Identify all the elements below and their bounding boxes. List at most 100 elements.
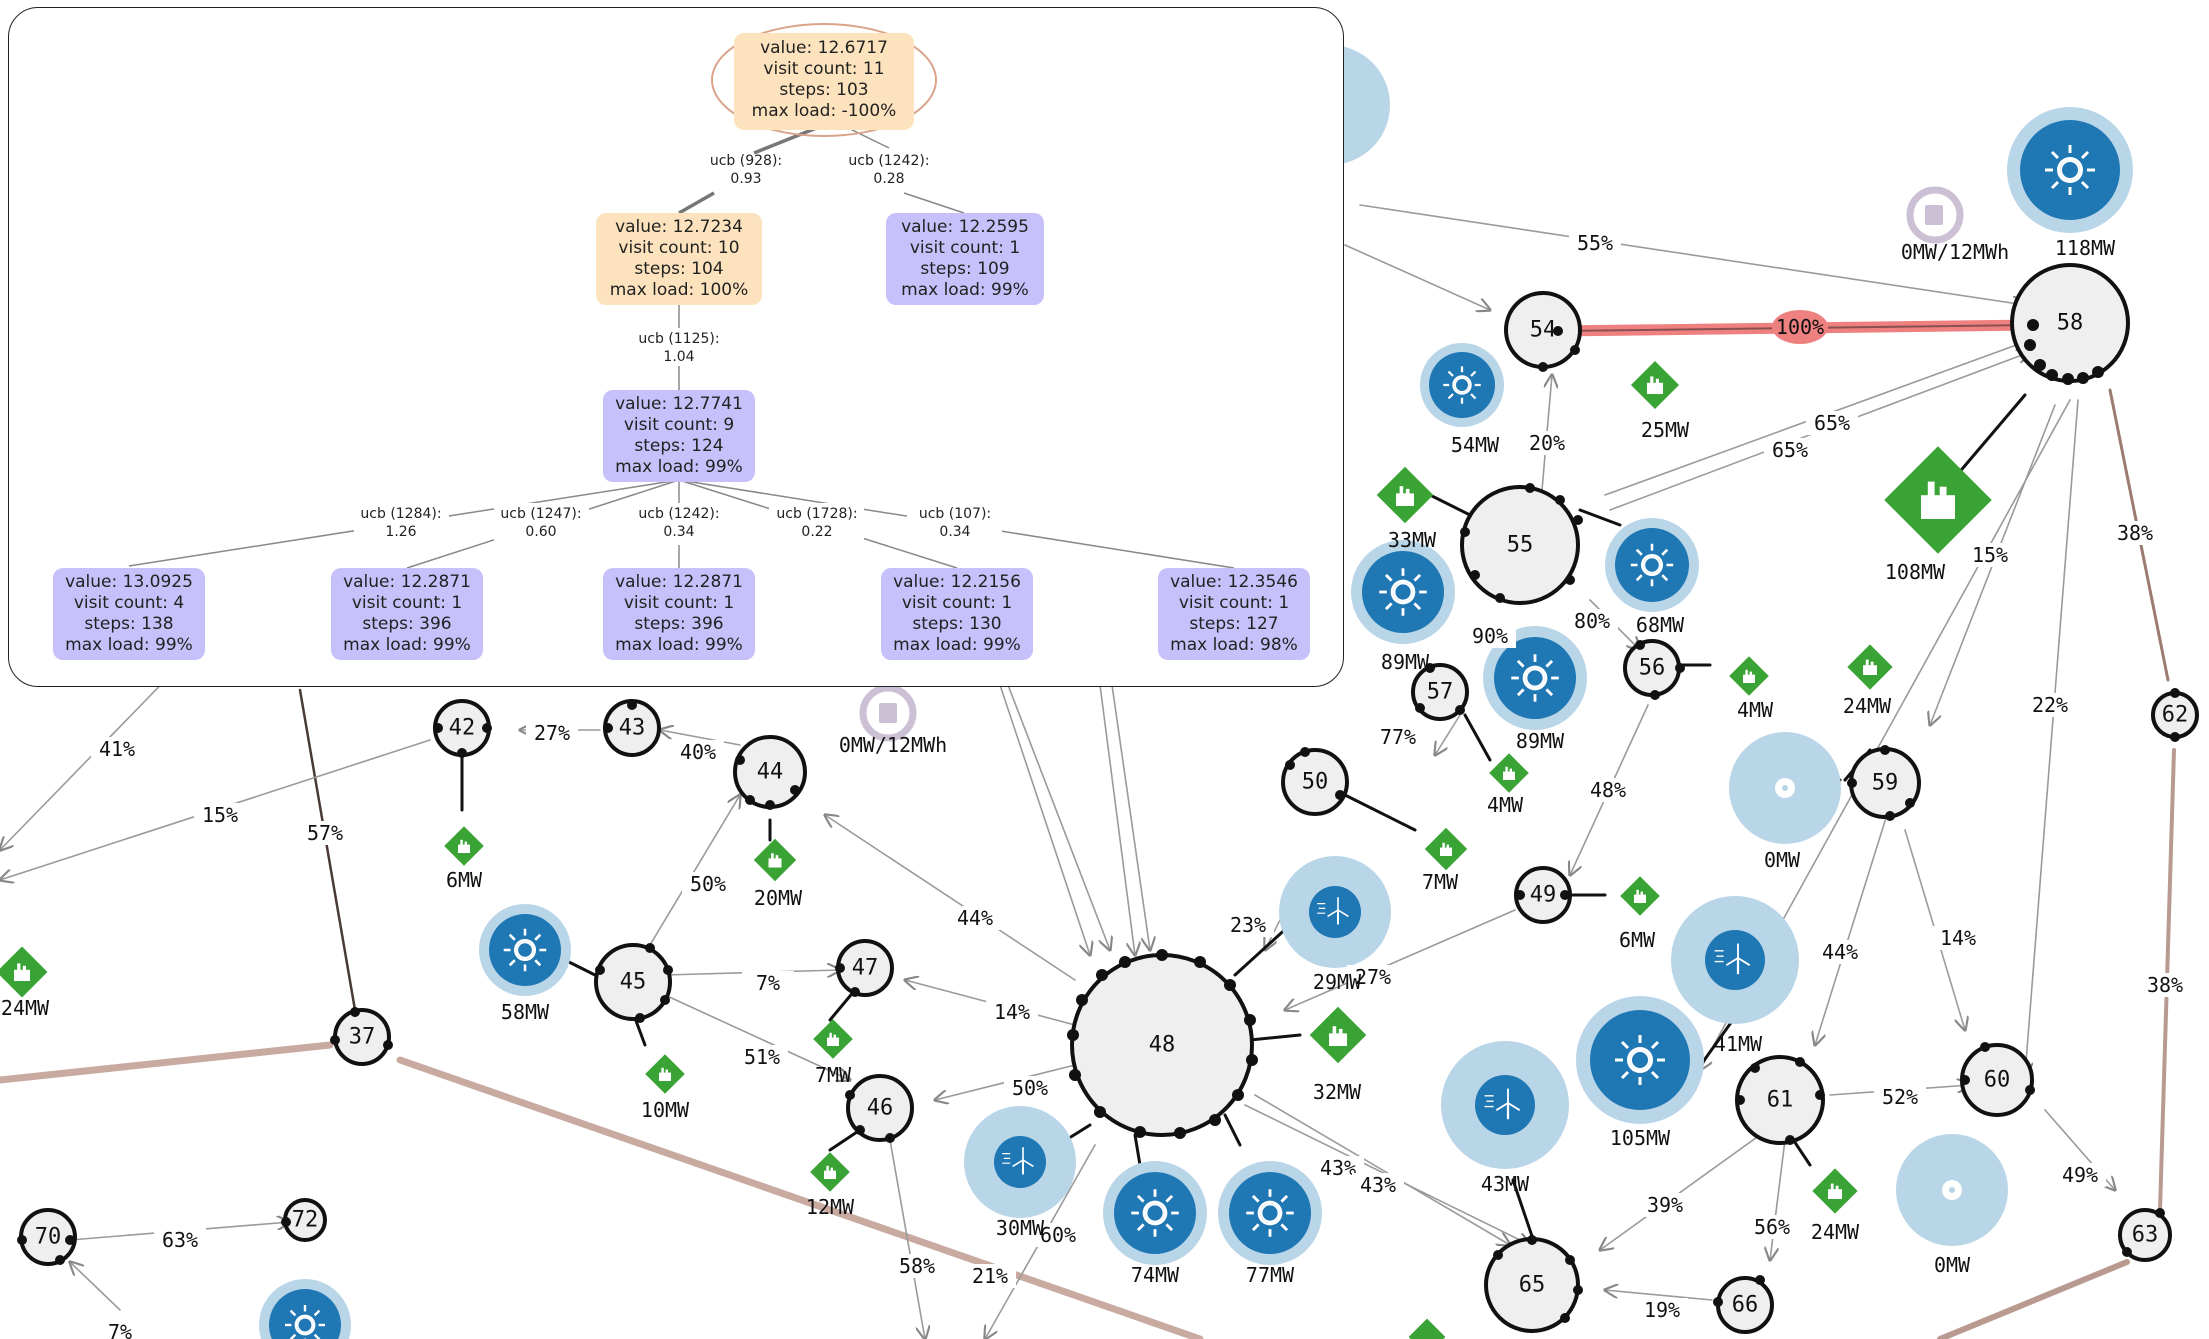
edge-label-bg: [891, 1254, 943, 1278]
bus-label-42: 42: [449, 716, 476, 741]
bus-45[interactable]: [594, 943, 672, 1021]
tree-node-3[interactable]: [603, 390, 755, 482]
edge-label-bg: [1464, 624, 1516, 648]
ucb-label: ucb (1125):: [638, 331, 719, 347]
edge-label: 41%: [99, 737, 135, 761]
edge-label: 43%: [1360, 1173, 1396, 1197]
generator-label: 58MW: [501, 1000, 550, 1024]
edge-label-bg: [1004, 1076, 1056, 1100]
svg-text:steps: 104: steps: 104: [634, 259, 723, 279]
ucb-value: 1.04: [663, 349, 694, 365]
svg-text:ucb (1284):: ucb (1284):: [360, 506, 441, 522]
edge-label: 14%: [1940, 926, 1976, 950]
tree-leaf-node-1[interactable]: [331, 568, 483, 660]
line-7pct: [70, 1262, 121, 1311]
tree-leaf-line: max load: 99%: [65, 635, 193, 655]
tree-leaf-line: value: 12.3546: [1170, 572, 1298, 592]
edge-label-bg: [1222, 913, 1274, 937]
line-44-43: [660, 730, 741, 746]
edge-label-bg: [1874, 1085, 1926, 1109]
line-48-65-b: [1254, 1094, 1510, 1245]
tree-leaf-node-4[interactable]: [1158, 568, 1310, 660]
edge-label-bg: [2024, 693, 2076, 717]
generator-label: 20MW: [754, 886, 803, 910]
generator-label: 41MW: [1714, 1032, 1763, 1056]
load-partial[interactable]: [1408, 1318, 1446, 1339]
tree-node-1[interactable]: [596, 213, 762, 305]
bus-50[interactable]: [1281, 748, 1349, 816]
tree-root-outline: [711, 23, 937, 137]
tree-leaf-line: steps: 396: [634, 614, 723, 634]
svg-text:ucb (1247):: ucb (1247):: [500, 506, 581, 522]
edge-label-bg: [91, 737, 143, 761]
conn-48-32: [1248, 1033, 1302, 1042]
line-48-44: [825, 815, 1076, 981]
bus-label-58: 58: [2057, 311, 2084, 336]
bus-55[interactable]: [1460, 485, 1580, 605]
bus-label-63: 63: [2132, 1223, 2159, 1248]
generator-label: 10MW: [641, 1098, 690, 1122]
bus-63[interactable]: [2118, 1208, 2172, 1262]
edge-label: 65%: [1814, 411, 1850, 435]
generator-label: 108MW: [1885, 560, 1946, 584]
solar-generator-partial[interactable]: [269, 1289, 341, 1339]
ucb-value: 0.93: [730, 171, 761, 187]
ucb-label: ucb (1242):: [848, 153, 929, 169]
line-37-left: [0, 1041, 334, 1084]
edge-label-bg: [1636, 1298, 1688, 1322]
sun-icon: [2043, 143, 2097, 197]
conn-46-12: [828, 1128, 862, 1152]
generator-label: 6MW: [446, 868, 483, 892]
tree-leaf-line: visit count: 1: [624, 593, 734, 613]
edge-label-bg: [949, 906, 1001, 930]
svg-text:ucb (1728):: ucb (1728):: [776, 506, 857, 522]
svg-text:max load: 99%: max load: 99%: [901, 280, 1029, 300]
svg-text:max load: 99%: max load: 99%: [615, 457, 743, 477]
sun-icon: [1377, 566, 1429, 618]
tree-leaf-line: max load: 99%: [893, 635, 1021, 655]
tree-root-line-1: visit count: 11: [763, 59, 884, 79]
edge-label-bg: [1806, 411, 1858, 435]
tree-leaf-line: max load: 99%: [615, 635, 743, 655]
generator-label: 74MW: [1131, 1263, 1180, 1287]
conn-48-77: [1223, 1113, 1242, 1147]
tree-leaf-node-0[interactable]: [53, 568, 205, 660]
edge-label: 49%: [2062, 1163, 2098, 1187]
conn-50-7: [1343, 793, 1417, 832]
tree-node-2[interactable]: [886, 213, 1044, 305]
edge-label: 19%: [1644, 1298, 1680, 1322]
edge-label: 38%: [2147, 973, 2183, 997]
edge-label-bg: [2054, 1163, 2106, 1187]
sun-icon: [1613, 1033, 1667, 1087]
edge-label: 90%: [1472, 624, 1508, 648]
edge-label-bg: [1566, 609, 1618, 633]
bus-57[interactable]: [1411, 663, 1469, 721]
edge-label: 23%: [1230, 913, 1266, 937]
edge-label: 50%: [690, 872, 726, 896]
edge-label: 39%: [1647, 1193, 1683, 1217]
tree-leaf-line: value: 13.0925: [65, 572, 193, 592]
tree-leaf-node-3[interactable]: [881, 568, 1033, 660]
edge-label-bg: [736, 1045, 788, 1069]
edge-label: 77%: [1380, 725, 1416, 749]
tree-leaf-line: visit count: 4: [74, 593, 184, 613]
tree-leaf-node-2[interactable]: [603, 568, 755, 660]
generator-label: 24MW: [1811, 1220, 1860, 1244]
line-45-44: [649, 795, 740, 946]
edge-label-bg: [682, 872, 734, 896]
tree-leaf-line: visit count: 1: [1179, 593, 1289, 613]
bus-label-61: 61: [1767, 1088, 1794, 1113]
conn-65-43: [1511, 1178, 1537, 1247]
edge-label: 52%: [1882, 1085, 1918, 1109]
bus-label-46: 46: [867, 1096, 894, 1121]
tree-leaf-line: steps: 127: [1189, 614, 1278, 634]
svg-text:value: 12.7234: value: 12.7234: [615, 217, 743, 237]
tree-root-node[interactable]: [734, 33, 914, 130]
edge-label-bg: [1764, 438, 1816, 462]
edge-label: 48%: [1590, 778, 1626, 802]
edge-label-bg: [2139, 973, 2191, 997]
edge-label: 21%: [972, 1264, 1008, 1288]
bus-46[interactable]: [846, 1074, 914, 1142]
edge-label-bg: [1814, 940, 1866, 964]
edge-label-bg: [1582, 778, 1634, 802]
